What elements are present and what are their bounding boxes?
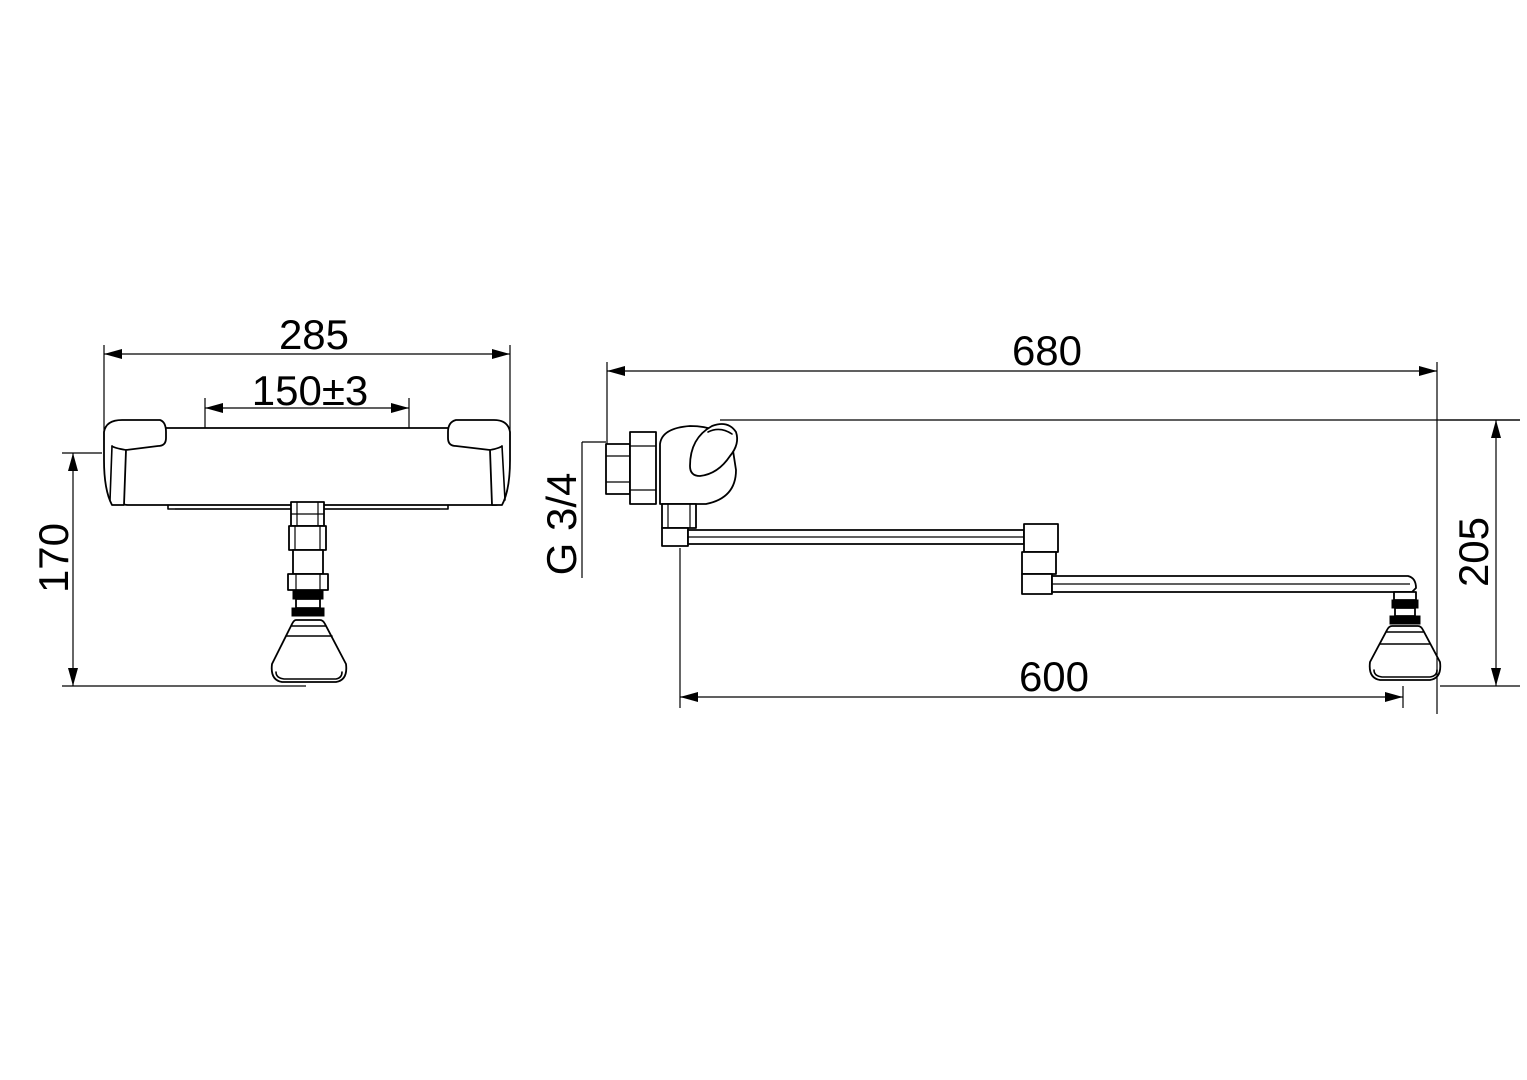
dimension-lines [62,345,1520,714]
right-handle [447,419,511,506]
dim-front-hole-spacing: 150±3 [252,367,368,414]
front-mixer-body [119,427,503,506]
dim-front-width: 285 [279,311,349,358]
dim-side-height: 205 [1450,517,1497,587]
dim-front-height: 170 [30,523,77,593]
side-handle-lever [689,423,739,477]
side-view [605,419,1520,681]
dim-side-total-length: 680 [1012,327,1082,374]
dim-side-thread: G 3/4 [538,473,585,576]
wall-connector-nut [605,443,631,495]
front-shower-head [270,619,348,683]
front-view [103,419,511,683]
spout-elbow-joint [1023,523,1059,553]
dim-side-spout-reach: 600 [1019,653,1089,700]
side-shower-head [1368,625,1442,681]
left-handle [103,419,167,506]
